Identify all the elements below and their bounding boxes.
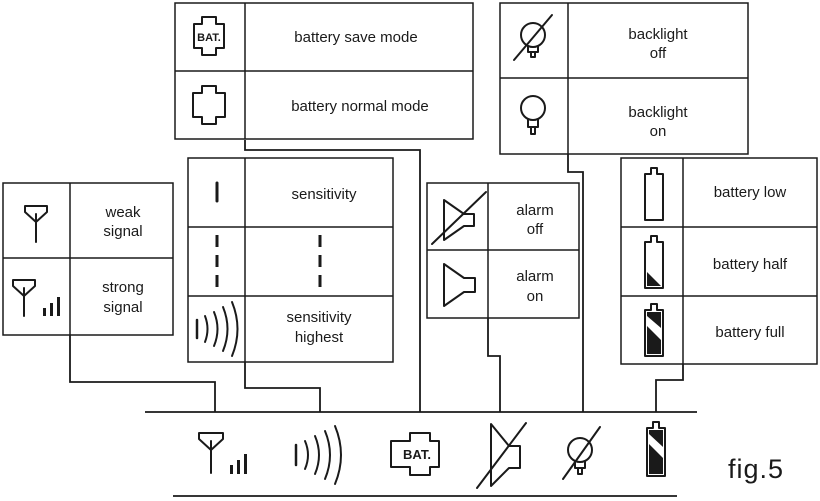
backlight-on-icon	[520, 95, 546, 135]
battery-level-legend: battery low battery half battery full	[620, 157, 818, 365]
antenna-strong-icon	[12, 279, 60, 317]
backlight-off-label-1: backlight	[628, 26, 688, 43]
strong-signal-label-2: signal	[103, 299, 142, 316]
speaker-off-icon	[431, 191, 487, 245]
battery-normal-icon	[192, 85, 226, 125]
battery-full-icon	[646, 421, 666, 477]
battery-half-icon	[644, 235, 664, 289]
sensitivity-highest-icon	[294, 425, 342, 485]
backlight-legend: backlight off backlight on	[499, 2, 749, 155]
signal-legend: weak signal strong signal	[2, 182, 174, 336]
weak-signal-label-2: signal	[103, 223, 142, 240]
bat-badge-text: BAT.	[197, 32, 221, 44]
display-row: BAT.	[198, 421, 666, 489]
strong-signal-label-1: strong	[102, 279, 144, 296]
battery-full-icon	[644, 303, 664, 357]
battery-low-label: battery low	[714, 184, 787, 201]
alarm-off-label-1: alarm	[516, 202, 554, 219]
battery-save-mode-label: battery save mode	[294, 29, 417, 46]
battery-full-label: battery full	[715, 324, 784, 341]
sensitivity-highest-label-2: highest	[295, 329, 344, 346]
backlight-on-label-2: on	[650, 123, 667, 140]
battery-low-icon	[644, 167, 664, 221]
battery-mode-legend: BAT. battery save mode battery normal mo…	[174, 2, 474, 140]
alarm-off-label-2: off	[527, 221, 544, 238]
sensitivity-label: sensitivity	[291, 186, 357, 203]
alarm-on-label-1: alarm	[516, 268, 554, 285]
battery-normal-mode-label: battery normal mode	[291, 98, 429, 115]
backlight-on-label-1: backlight	[628, 104, 688, 121]
battery-save-icon: BAT.	[193, 16, 225, 56]
sensitivity-highest-label-1: sensitivity	[286, 309, 352, 326]
sensitivity-highest-icon	[195, 301, 239, 357]
connector-lines	[69, 140, 684, 412]
battery-half-label: battery half	[713, 256, 788, 273]
antenna-strong-icon	[198, 432, 247, 474]
speaker-off-icon	[476, 422, 527, 489]
sensitivity-legend: sensitivity sensitivity highest	[187, 157, 394, 363]
weak-signal-label-1: weak	[104, 204, 141, 221]
backlight-off-label-2: off	[650, 45, 667, 62]
antenna-weak-icon	[24, 205, 48, 243]
bat-badge-text: BAT.	[403, 447, 431, 462]
backlight-off-icon	[513, 14, 553, 61]
backlight-off-icon	[562, 426, 601, 480]
battery-save-icon: BAT.	[390, 432, 440, 476]
sensitivity-mid-icon	[215, 235, 322, 287]
alarm-on-label-2: on	[527, 288, 544, 305]
figure-label: fig.5	[728, 454, 784, 484]
speaker-on-icon	[443, 263, 476, 307]
alarm-legend: alarm off alarm on	[426, 182, 580, 319]
